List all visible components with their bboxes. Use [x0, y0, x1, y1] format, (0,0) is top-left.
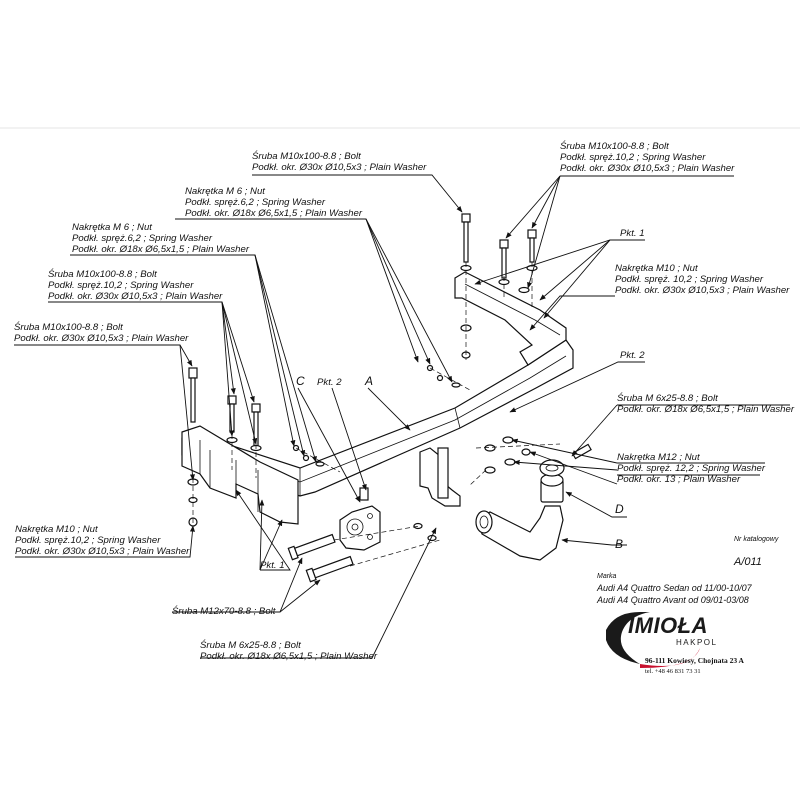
label-bolt-left-mid-line-1: Śruba M10x100-8.8 ; Bolt — [48, 268, 157, 280]
pkt1-bottom-label: Pkt. 1 — [260, 560, 285, 571]
tow-ball-b — [475, 459, 565, 561]
letter-a: A — [364, 374, 373, 388]
socket-plate-c — [339, 487, 381, 551]
label-nut-m6-left-line-3: Podkł. okr. Ø18x Ø6,5x1,5 ; Plain Washer — [72, 244, 250, 255]
brand-logo: IMIOŁA HAKPOL — [606, 612, 717, 668]
pkt2-left-label: Pkt. 2 — [317, 377, 342, 388]
label-bolt-m6-right-line-2: Podkł. okr. Ø18x Ø6,5x1,5 ; Plain Washer — [617, 404, 795, 415]
letter-d: D — [615, 502, 624, 516]
label-bolt-m6-right-line-1: Śruba M 6x25-8.8 ; Bolt — [617, 392, 718, 404]
vehicle-2: Audi A4 Quattro Avant od 09/01-03/08 — [596, 595, 749, 605]
label-bolt-left-mid-line-2: Podkł. spręż.10,2 ; Spring Washer — [48, 280, 194, 291]
label-nut-m12-right-line-1: Nakrętka M12 ; Nut — [617, 452, 700, 463]
leader-lines — [14, 174, 790, 659]
label-nut-m6-center-line-2: Podkł. spręż.6,2 ; Spring Washer — [185, 197, 326, 208]
crossbeam-a — [181, 271, 574, 525]
vehicle-1: Audi A4 Quattro Sedan od 11/00-10/07 — [596, 583, 753, 593]
label-nut-m10-left-line-2: Podkł. spręż.10,2 ; Spring Washer — [15, 535, 161, 546]
label-bolt-left-line-1: Śruba M10x100-8.8 ; Bolt — [14, 321, 123, 333]
label-bolt-m6-bottom-line-2: Podkł. okr. Ø18x Ø6,5x1,5 ; Plain Washer — [200, 651, 378, 662]
label-nut-m12-right-line-2: Podkł. spręż. 12,2 ; Spring Washer — [617, 463, 766, 474]
label-bolt-left-mid-line-3: Podkł. okr. Ø30x Ø10,5x3 ; Plain Washer — [48, 291, 223, 302]
brand-name: IMIOŁA — [628, 613, 708, 638]
label-nut-m6-center-line-1: Nakrętka M 6 ; Nut — [185, 186, 265, 197]
pkt1-top-label: Pkt. 1 — [620, 228, 645, 239]
catalog-number: A/011 — [733, 556, 762, 568]
label-bolt-m6-bottom-line-1: Śruba M 6x25-8.8 ; Bolt — [200, 639, 301, 651]
label-nut-m10-right-line-1: Nakrętka M10 ; Nut — [615, 263, 698, 274]
brand-tel: tel. +48 46 831 73 31 — [645, 668, 701, 675]
brand-address: 96-111 Kowiesy, Chojnata 23 A — [645, 656, 745, 665]
label-bolt-top-right-line-3: Podkł. okr. Ø30x Ø10,5x3 ; Plain Washer — [560, 163, 735, 174]
label-bolt-left-line-2: Podkł. okr. Ø30x Ø10,5x3 ; Plain Washer — [14, 333, 189, 344]
label-nut-m6-center-line-3: Podkł. okr. Ø18x Ø6,5x1,5 ; Plain Washer — [185, 208, 363, 219]
label-nut-m10-left-line-1: Nakrętka M10 ; Nut — [15, 524, 98, 535]
assembly-lines — [192, 262, 561, 567]
label-nut-m6-left-line-1: Nakrętka M 6 ; Nut — [72, 222, 152, 233]
catalog-label: Nr katalogowy — [734, 536, 779, 543]
mounting-plate — [419, 447, 461, 507]
label-bolt-top-center-line-2: Podkł. okr. Ø30x Ø10,5x3 ; Plain Washer — [252, 162, 427, 173]
label-nut-m10-right-line-2: Podkł. spręż. 10,2 ; Spring Washer — [615, 274, 764, 285]
fasteners — [187, 213, 592, 583]
label-nut-m12-right-line-3: Podkł. okr. 13 ; Plain Washer — [617, 474, 741, 485]
label-bolt-top-right-line-1: Śruba M10x100-8.8 ; Bolt — [560, 140, 669, 152]
letter-c: C — [296, 374, 305, 388]
label-bolt-top-center-line-1: Śruba M10x100-8.8 ; Bolt — [252, 150, 361, 162]
brand-sub: HAKPOL — [676, 638, 717, 647]
label-bolt-top-right-line-2: Podkł. spręż.10,2 ; Spring Washer — [560, 152, 706, 163]
label-nut-m10-right-line-3: Podkł. okr. Ø30x Ø10,5x3 ; Plain Washer — [615, 285, 790, 296]
label-nut-m10-left-line-3: Podkł. okr. Ø30x Ø10,5x3 ; Plain Washer — [15, 546, 190, 557]
pkt2-right-label: Pkt. 2 — [620, 350, 645, 361]
label-bolt-m12-line-1: Śruba M12x70-8.8 ; Bolt — [172, 605, 276, 617]
letter-b: B — [615, 537, 623, 551]
label-nut-m6-left-line-2: Podkł. spręż.6,2 ; Spring Washer — [72, 233, 213, 244]
marka-label: Marka — [597, 573, 617, 580]
